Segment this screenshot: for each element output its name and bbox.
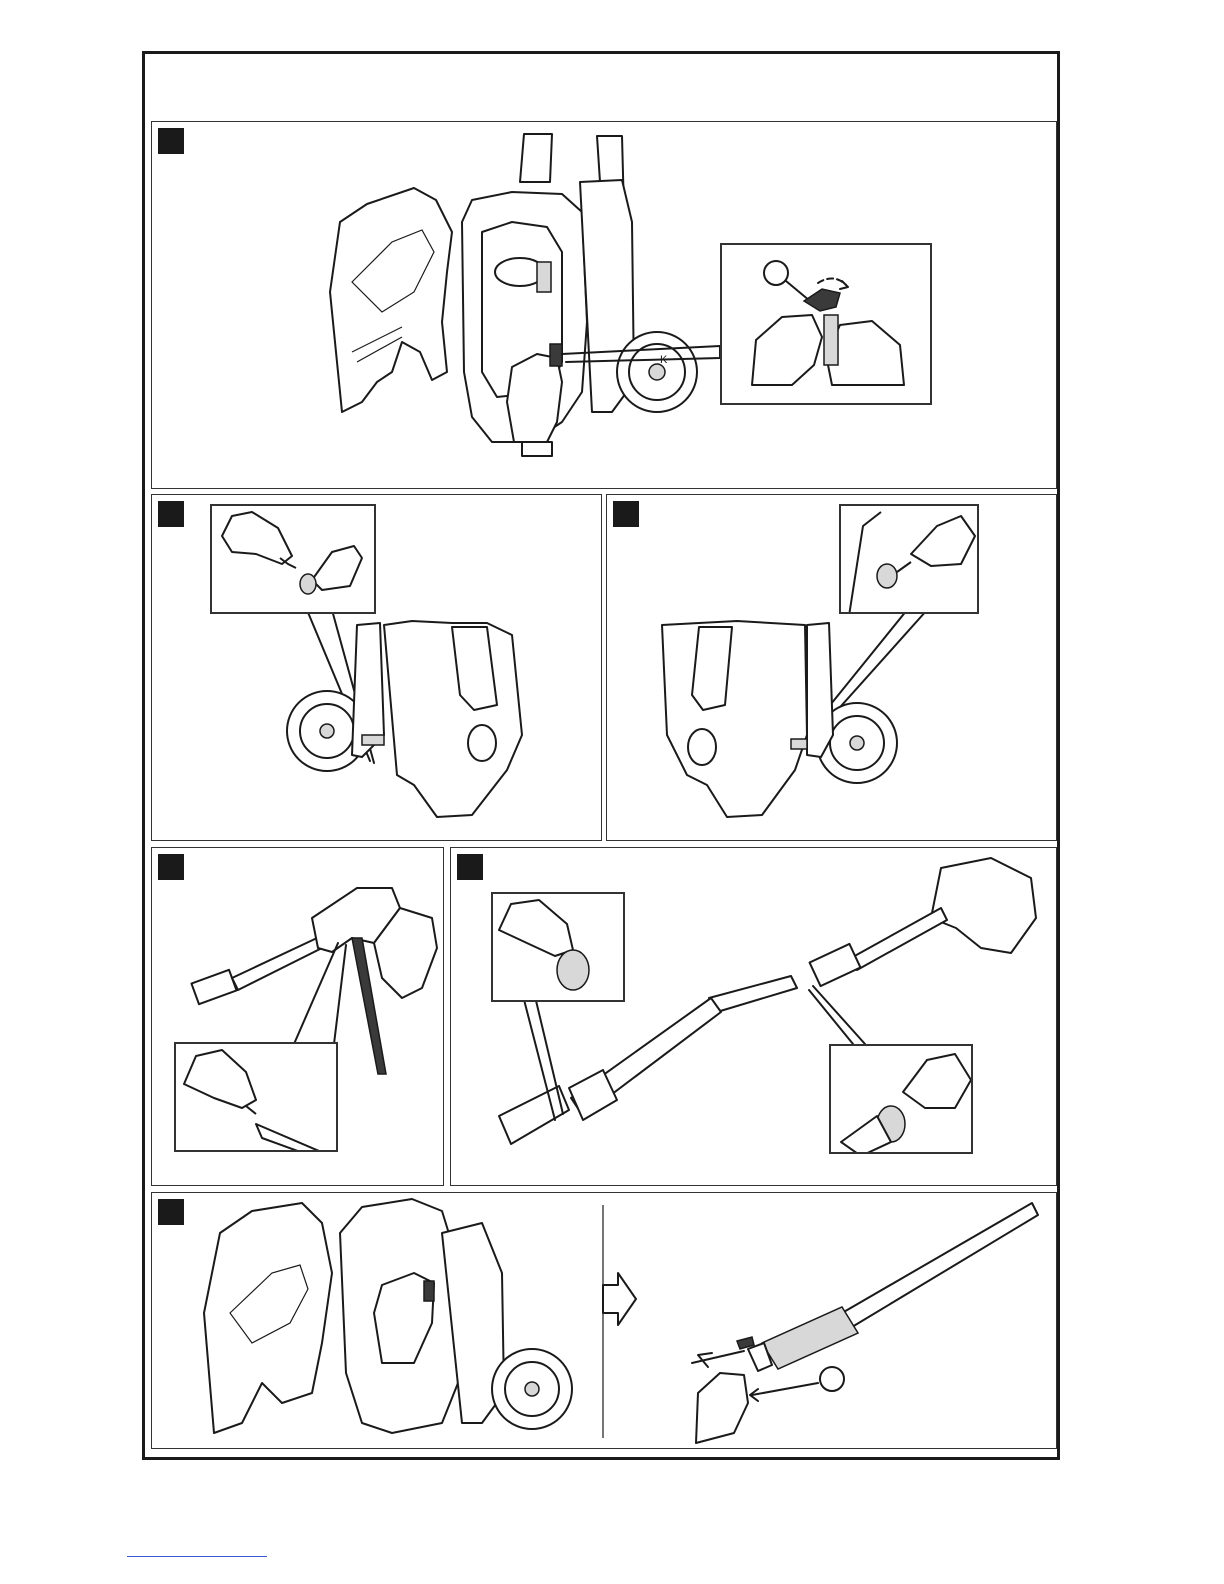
instruction-sheet: K [142,51,1060,1460]
oil-bottle-detail-icon [176,1044,338,1152]
panel-5 [450,847,1057,1186]
hand-icon [222,512,292,564]
nozzle-icon [877,564,897,588]
nozzle-icon [256,1124,326,1152]
hidden-label: K [660,354,667,366]
spray-gun-icon [931,858,1036,953]
panel-5-inset-right [829,1044,973,1154]
oil-bottle-detail-icon [841,506,979,614]
footer-link-underline[interactable] [127,1556,267,1557]
callout-circle-icon [764,261,788,285]
panel-4 [151,847,444,1186]
next-step-arrow-icon [603,1273,636,1325]
lance-icon [842,1203,1038,1327]
nozzle-icon [312,546,362,590]
panel-6 [151,1192,1057,1449]
pressure-washer-cleaning-icon [152,1193,1057,1449]
hand-icon [903,1054,971,1108]
panel-3 [606,494,1057,841]
oil-bottle-icon [897,562,911,572]
nozzle-icon [557,950,589,990]
panel-1-inset [720,243,932,405]
hand-icon [696,1373,748,1443]
oil-bottle-icon [246,1106,256,1114]
panel-2-inset [210,504,376,614]
oil-bottle-detail-icon [493,894,625,1002]
lance-icon [232,938,322,990]
hand-icon [184,1050,256,1108]
callout-circle-icon [820,1367,844,1391]
panel-3-inset [839,504,979,614]
oil-bottle-detail-icon [831,1046,973,1154]
panel-1: K [151,121,1057,489]
hand-icon [499,900,573,956]
hand-icon [507,354,562,442]
hand-valve-detail-icon [722,245,932,405]
hand-icon [752,315,822,385]
oil-bottle-detail-icon [212,506,376,614]
panel-4-inset [174,1042,338,1152]
panel-5-inset-left [491,892,625,1002]
pressure-washer-side-mirror-icon [607,495,1057,841]
hand-icon [911,516,975,566]
panel-2 [151,494,602,841]
